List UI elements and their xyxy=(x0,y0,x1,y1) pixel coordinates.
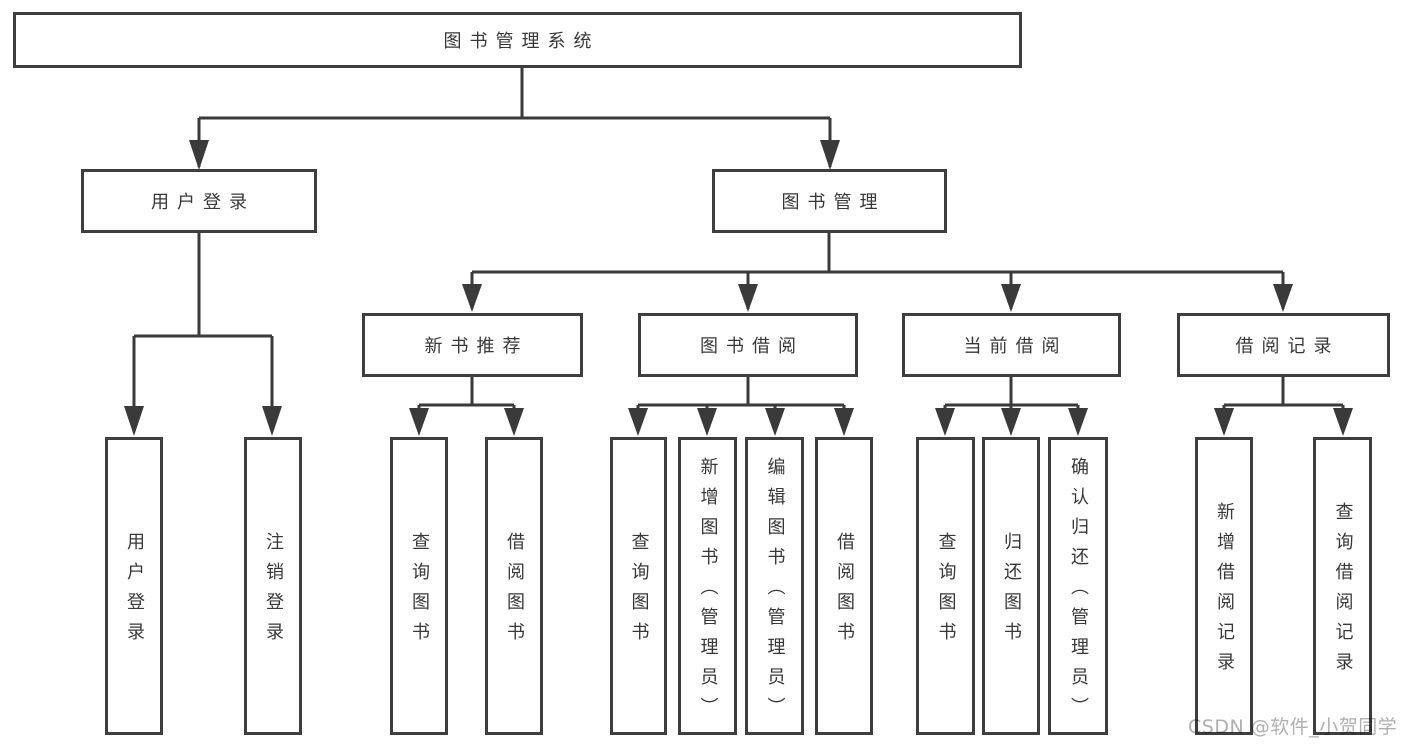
node-new-books: 新书推荐 xyxy=(362,313,583,377)
arrowhead-icon xyxy=(1273,284,1293,312)
leaf-logout-label: 注销登录 xyxy=(263,532,284,652)
node-user-login-label: 用户登录 xyxy=(151,192,255,213)
leaf-borrow-books-1: 借阅图书 xyxy=(485,437,543,735)
arrowhead-icon xyxy=(820,140,840,170)
leaf-return-book-label: 归还图书 xyxy=(1001,532,1022,652)
leaf-edit-book-admin-label: 编辑图书（管理员） xyxy=(764,457,786,727)
node-current-borrow-label: 当前借阅 xyxy=(963,336,1068,357)
connector-new-books-children xyxy=(409,377,524,436)
leaf-user-login: 用户登录 xyxy=(105,437,163,735)
leaf-query-borrow-record: 查询借阅记录 xyxy=(1313,437,1372,735)
leaf-query-books-2: 查询图书 xyxy=(610,437,667,735)
leaf-borrow-books-2-label: 借阅图书 xyxy=(834,532,855,652)
leaf-query-books-1-label: 查询图书 xyxy=(409,532,430,652)
arrowhead-icon xyxy=(462,284,482,312)
arrowhead-icon xyxy=(738,284,758,312)
leaf-edit-book-admin: 编辑图书（管理员） xyxy=(745,437,804,735)
node-root-label: 图书管理系统 xyxy=(443,31,600,52)
connector-user-login-children xyxy=(124,233,282,436)
arrowhead-icon xyxy=(504,408,524,436)
arrowhead-icon xyxy=(189,140,209,170)
leaf-add-borrow-record-label: 新增借阅记录 xyxy=(1214,502,1235,682)
arrowhead-icon xyxy=(834,408,854,436)
arrowhead-icon xyxy=(1214,408,1234,436)
leaf-query-borrow-record-label: 查询借阅记录 xyxy=(1332,502,1354,682)
connector-current-borrow-children xyxy=(935,377,1088,436)
arrowhead-icon xyxy=(628,408,648,436)
node-book-borrow-label: 图书借阅 xyxy=(700,336,804,357)
arrowhead-icon xyxy=(697,408,717,436)
leaf-confirm-return-admin: 确认归还（管理员） xyxy=(1048,437,1108,735)
csdn-watermark: CSDN @软件_小贺同学 xyxy=(1188,716,1398,738)
node-book-borrow: 图书借阅 xyxy=(638,313,858,377)
node-book-mgmt-label: 图书管理 xyxy=(781,192,886,213)
arrowhead-icon xyxy=(935,408,955,436)
leaf-add-book-admin-label: 新增图书（管理员） xyxy=(697,457,719,727)
leaf-user-login-label: 用户登录 xyxy=(124,532,145,652)
node-book-mgmt: 图书管理 xyxy=(712,169,947,233)
leaf-add-borrow-record: 新增借阅记录 xyxy=(1195,437,1253,735)
connector-borrow-records-children xyxy=(1214,377,1353,436)
arrowhead-icon xyxy=(1333,408,1353,436)
arrowhead-icon xyxy=(1001,408,1021,436)
node-borrow-records: 借阅记录 xyxy=(1177,313,1390,377)
node-root: 图书管理系统 xyxy=(13,12,1022,68)
connector-book-borrow-children xyxy=(628,377,854,436)
node-current-borrow: 当前借阅 xyxy=(902,313,1121,377)
leaf-borrow-books-1-label: 借阅图书 xyxy=(504,532,525,652)
leaf-add-book-admin: 新增图书（管理员） xyxy=(678,437,737,735)
leaf-query-books-3: 查询图书 xyxy=(916,437,975,735)
arrowhead-icon xyxy=(409,408,429,436)
arrowhead-icon xyxy=(1068,408,1088,436)
leaf-query-books-3-label: 查询图书 xyxy=(935,532,957,652)
node-user-login: 用户登录 xyxy=(81,169,317,233)
arrowhead-icon xyxy=(262,406,282,436)
leaf-query-books-1: 查询图书 xyxy=(390,437,448,735)
connector-root-children xyxy=(189,68,840,170)
arrowhead-icon xyxy=(1001,284,1021,312)
leaf-confirm-return-admin-label: 确认归还（管理员） xyxy=(1068,457,1089,727)
connector-book-mgmt-children xyxy=(462,233,1293,312)
node-new-books-label: 新书推荐 xyxy=(424,336,529,357)
node-borrow-records-label: 借阅记录 xyxy=(1235,336,1340,357)
arrowhead-icon xyxy=(124,406,144,436)
leaf-logout: 注销登录 xyxy=(244,437,302,735)
arrowhead-icon xyxy=(765,408,785,436)
leaf-return-book: 归还图书 xyxy=(982,437,1040,735)
leaf-query-books-2-label: 查询图书 xyxy=(628,532,650,652)
leaf-borrow-books-2: 借阅图书 xyxy=(815,437,873,735)
